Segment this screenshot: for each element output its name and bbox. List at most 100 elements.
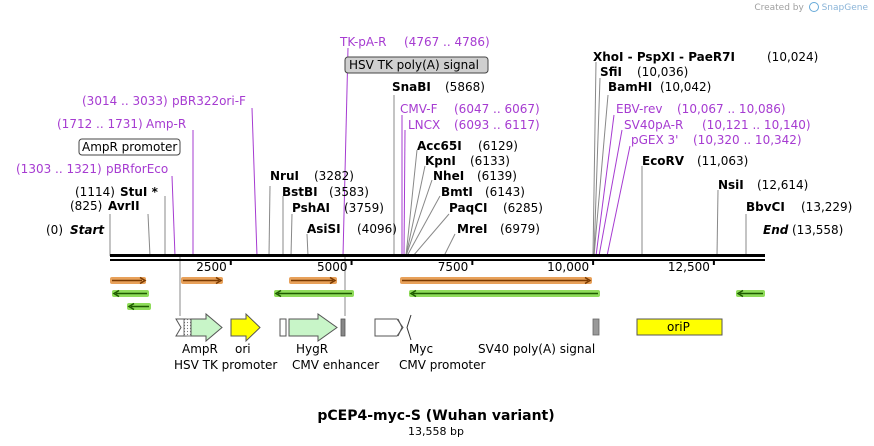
orip-feature: [636, 318, 723, 336]
enzyme-position: (3759): [344, 201, 384, 215]
forward-primer-arrow: [110, 276, 147, 285]
enzyme-name: SfiI: [600, 65, 622, 79]
reverse-primer-arrow: [112, 289, 149, 298]
enzyme-name: NsiI: [718, 178, 744, 192]
enzyme-position: (1114): [75, 185, 115, 199]
enzyme-position: (6979): [500, 222, 540, 236]
enzyme-position: (10,036): [637, 65, 688, 79]
enzyme-name: NheI: [433, 169, 464, 183]
ruler-tick-label: 12,500: [668, 260, 710, 274]
cmv-enhancer-label: CMV enhancer: [292, 358, 379, 372]
enzyme-name: PshAI: [292, 201, 330, 215]
snapgene-logo-icon: [808, 2, 819, 12]
cmv-promoter-label: CMV promoter: [399, 358, 486, 372]
primer-labels: TK-pA-R (4767 .. 4786) (3014 .. 3033) pB…: [16, 35, 811, 176]
sv40-polya-label: SV40 poly(A) signal: [478, 342, 595, 356]
start-position: (0): [46, 223, 63, 237]
primer-name: TK-pA-R: [339, 35, 387, 49]
enzyme-position: (13,229): [801, 200, 852, 214]
hygr-label: HygR: [296, 342, 328, 356]
primer-arrows: [110, 276, 765, 311]
reverse-primer-arrow: [736, 289, 765, 298]
enzyme-name: KpnI: [425, 154, 456, 168]
snapgene-credit: Created by SnapGene: [754, 2, 868, 13]
ampr-promoter-box: [78, 138, 181, 156]
ruler-ticks: 2500 5000 7500 10,000 12,500: [196, 259, 715, 274]
forward-primer-arrow: [181, 276, 223, 285]
ampr-promoter-label: AmpR promoter: [82, 140, 177, 154]
cmv-promoter-feature: [397, 318, 403, 337]
enzyme-name: StuI *: [120, 185, 159, 199]
primer-range: (10,067 .. 10,086): [677, 102, 786, 116]
boxed-feature-labels: HSV TK poly(A) signal AmpR promoter: [78, 56, 489, 156]
enzyme-position: (3583): [329, 185, 369, 199]
enzyme-position: (12,614): [757, 178, 808, 192]
enzyme-name: NruI: [270, 169, 299, 183]
enzyme-position: (10,024): [767, 50, 818, 64]
cmv-enhancer-small-feature: [279, 318, 287, 337]
ruler-tick-label: 10,000: [547, 260, 589, 274]
enzyme-name: AsiSI: [307, 222, 341, 236]
reverse-primer-arrow: [409, 289, 600, 298]
enzyme-name: Acc65I: [417, 139, 462, 153]
enzyme-position: (6139): [477, 169, 517, 183]
credit-text: Created by: [754, 3, 804, 13]
enzyme-position: (10,042): [660, 80, 711, 94]
end-position: (13,558): [792, 223, 843, 237]
ampr-feature: [190, 312, 223, 343]
primer-range: (1712 .. 1731): [57, 117, 143, 131]
enzyme-position: (6285): [503, 201, 543, 215]
enzyme-name: BbvCI: [746, 200, 785, 214]
primer-range: (1303 .. 1321): [16, 162, 102, 176]
primer-name: CMV-F: [400, 102, 438, 116]
primer-range: (4767 .. 4786): [404, 35, 490, 49]
enzyme-name: BmtI: [441, 185, 473, 199]
primer-name: pBRforEco: [106, 162, 168, 176]
enzyme-connectors: [109, 61, 747, 316]
map-length: 13,558 bp: [408, 425, 464, 438]
hsv-tk-polya-label: HSV TK poly(A) signal: [349, 58, 479, 72]
ruler-tick-label: 2500: [196, 260, 227, 274]
sv40-polya-feature: [592, 318, 600, 336]
enzyme-position: (6133): [470, 154, 510, 168]
primer-name: pGEX 3': [631, 133, 678, 147]
ruler-tick-label: 5000: [317, 260, 348, 274]
primer-name: SV40pA-R: [624, 118, 683, 132]
hsv-tk-polya-box: [344, 56, 489, 74]
enzyme-position: (4096): [357, 222, 397, 236]
primer-name: LNCX: [408, 118, 440, 132]
feature-track: [175, 312, 723, 343]
reverse-primer-arrow: [127, 302, 151, 311]
primer-name: pBR322ori-F: [172, 94, 246, 108]
feature-labels: AmpR ori HygR Myc SV40 poly(A) signal HS…: [174, 320, 690, 372]
primer-name: EBV-rev: [616, 102, 662, 116]
enzyme-name: BamHI: [608, 80, 652, 94]
enzyme-name: AvrII: [108, 199, 140, 213]
myc-label: Myc: [409, 342, 433, 356]
backbone: [110, 254, 765, 261]
reverse-primer-arrow: [274, 289, 354, 298]
forward-primer-arrow: [289, 276, 337, 285]
enzyme-name: SnaBI: [392, 80, 431, 94]
enzyme-position: (11,063): [697, 154, 748, 168]
end-label: End: [763, 223, 789, 237]
hygr-feature: [288, 313, 338, 342]
enzyme-position: (6143): [485, 185, 525, 199]
ori-label: ori: [235, 342, 251, 356]
myc-feature: [406, 314, 412, 341]
hsv-tk-polya-feature: [340, 318, 346, 337]
enzyme-labels: (825) AvrII (1114) StuI * NruI (3282) Bs…: [70, 50, 852, 236]
ruler-tick-label: 7500: [438, 260, 469, 274]
primer-name: Amp-R: [146, 117, 186, 131]
map-title: pCEP4-myc-S (Wuhan variant): [317, 408, 554, 424]
ori-feature: [230, 312, 261, 343]
primer-range: (10,320 .. 10,342): [693, 133, 802, 147]
primer-range: (3014 .. 3033): [82, 94, 168, 108]
hsv-tk-promoter-label: HSV TK promoter: [174, 358, 277, 372]
enzyme-name: PaqCI: [449, 201, 487, 215]
primer-range: (6047 .. 6067): [454, 102, 540, 116]
credit-brand: SnapGene: [821, 3, 868, 13]
primer-range: (10,121 .. 10,140): [702, 118, 811, 132]
enzyme-name: EcoRV: [642, 154, 685, 168]
